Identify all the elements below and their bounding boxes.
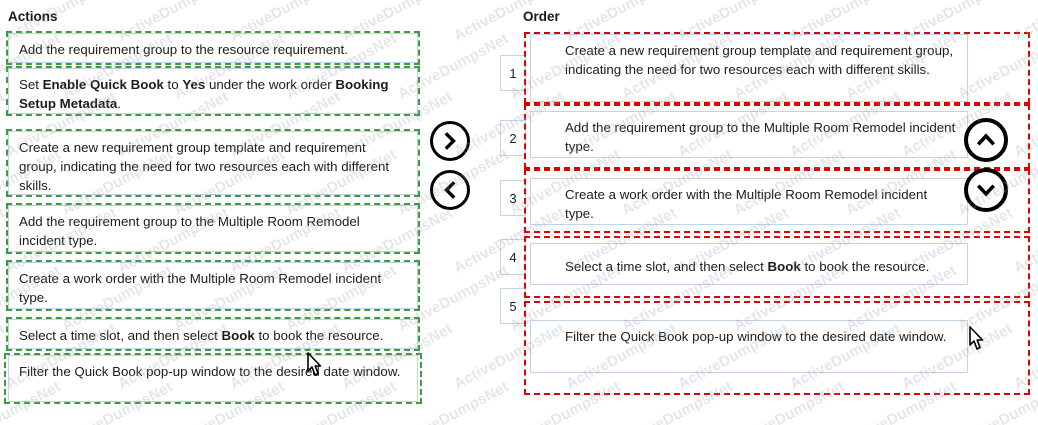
order-number-1-label: 1 [509,65,517,81]
move-down-button[interactable] [964,168,1008,212]
move-up-button[interactable] [964,118,1008,162]
action-item-6-text: Select a time slot, and then select Book… [19,328,384,343]
order-number-3: 3 [500,180,526,216]
action-item-3[interactable]: Create a new requirement group template … [8,131,418,195]
actions-column-header: Actions [8,9,58,24]
order-item-1[interactable]: Create a new requirement group template … [530,34,968,102]
order-item-5[interactable]: Filter the Quick Book pop-up window to t… [530,320,968,373]
order-item-1-text: Create a new requirement group template … [565,43,954,77]
watermark-text: ActiveDumpsNet [619,378,736,425]
watermark-text: ActiveDumpsNet [1011,204,1038,277]
action-item-4[interactable]: Add the requirement group to the Multipl… [8,205,418,252]
action-item-3-text: Create a new requirement group template … [19,140,390,193]
action-item-2-text: Set Enable Quick Book to Yes under the w… [19,77,389,111]
watermark-text: ActiveDumpsNet [0,88,8,161]
watermark-text: ActiveDumpsNet [955,378,1038,425]
action-item-6[interactable]: Select a time slot, and then select Book… [8,319,418,349]
order-column-header: Order [523,9,560,24]
action-item-1[interactable]: Add the requirement group to the resourc… [8,33,418,63]
action-item-7[interactable]: Filter the Quick Book pop-up window to t… [8,355,418,402]
watermark-text: ActiveDumpsNet [0,320,8,393]
watermark-text: ActiveDumpsNet [1011,88,1038,161]
order-number-5-label: 5 [509,298,517,314]
order-number-4: 4 [500,239,526,275]
order-item-5-text: Filter the Quick Book pop-up window to t… [565,329,947,344]
order-item-3-text: Create a work order with the Multiple Ro… [565,187,928,221]
order-item-2-text: Add the requirement group to the Multipl… [565,120,956,154]
action-item-4-text: Add the requirement group to the Multipl… [19,214,360,248]
order-item-2[interactable]: Add the requirement group to the Multipl… [530,111,968,158]
order-number-2: 2 [500,120,526,156]
order-number-3-label: 3 [509,190,517,206]
chevron-left-icon [444,181,456,199]
watermark-text: ActiveDumpsNet [0,204,8,277]
watermark-text: ActiveDumpsNet [1011,320,1038,393]
chevron-up-icon [976,133,996,146]
action-item-1-text: Add the requirement group to the resourc… [19,42,348,57]
mouse-cursor-right [968,326,988,357]
move-left-button[interactable] [430,170,470,210]
order-number-2-label: 2 [509,130,517,146]
order-number-1: 1 [500,55,526,91]
action-item-7-text: Filter the Quick Book pop-up window to t… [19,364,401,379]
watermark-text: ActiveDumpsNet [843,378,960,425]
action-item-2[interactable]: Set Enable Quick Book to Yes under the w… [8,68,418,114]
chevron-down-icon [976,184,996,197]
action-item-5-text: Create a work order with the Multiple Ro… [19,271,382,305]
order-item-4[interactable]: Select a time slot, and then select Book… [530,243,968,285]
order-item-4-text: Select a time slot, and then select Book… [565,259,930,274]
order-item-3[interactable]: Create a work order with the Multiple Ro… [530,178,968,225]
order-number-4-label: 4 [509,249,517,265]
watermark-text: ActiveDumpsNet [731,378,848,425]
action-item-5[interactable]: Create a work order with the Multiple Ro… [8,262,418,309]
chevron-right-icon [444,132,456,150]
order-number-5: 5 [500,288,526,324]
watermark-text: ActiveDumpsNet [0,0,8,45]
watermark-text: ActiveDumpsNet [507,378,624,425]
move-right-button[interactable] [430,121,470,161]
watermark-text: ActiveDumpsNet [1011,0,1038,45]
